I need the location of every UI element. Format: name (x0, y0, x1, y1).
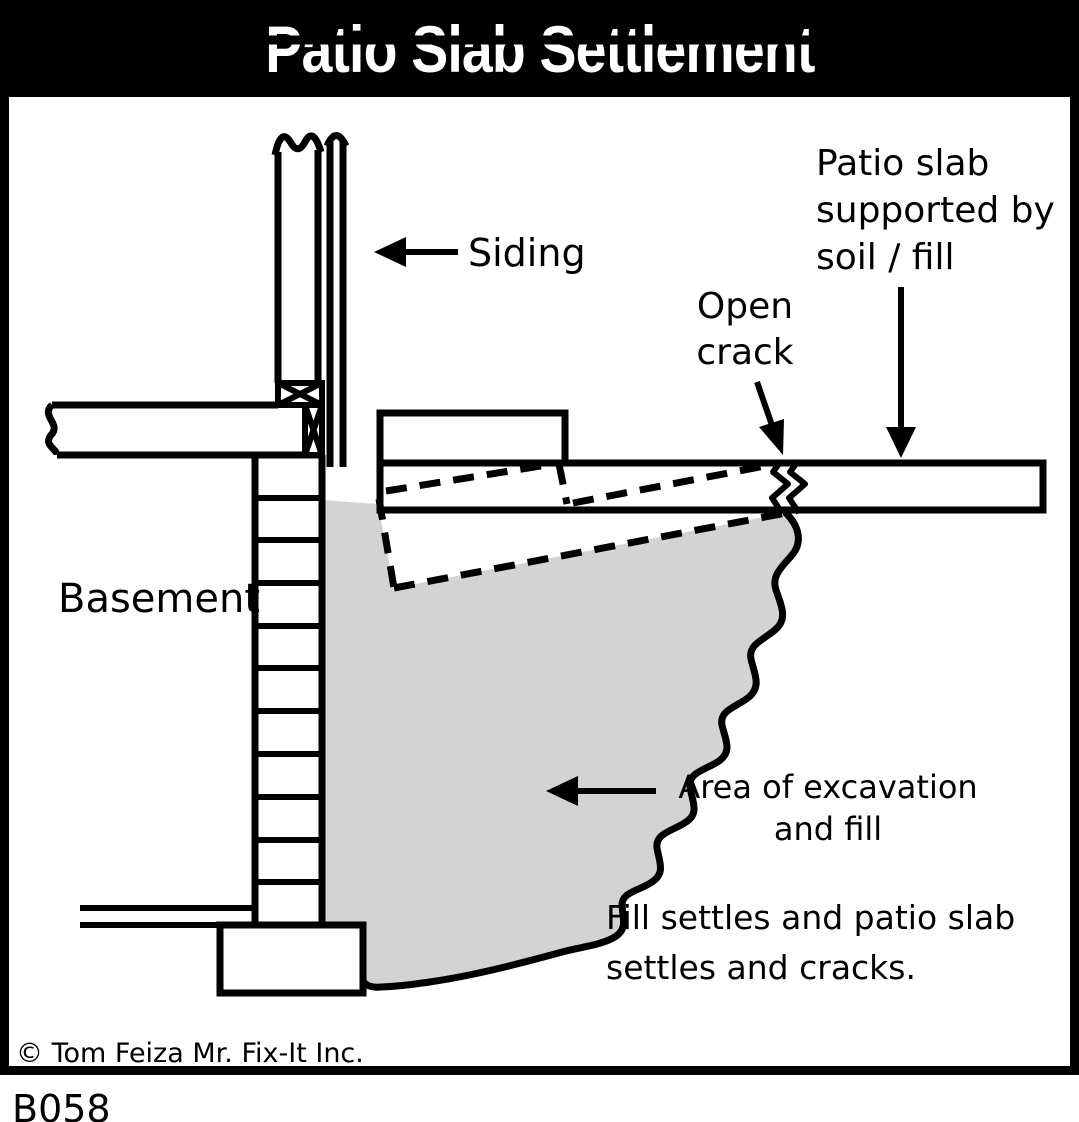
block-joints (255, 495, 322, 885)
house-wall (271, 132, 325, 383)
open-crack-label: Open crack (696, 286, 794, 373)
patio-slab (376, 459, 1047, 514)
floor-break-icon (44, 402, 61, 456)
patio-slab-label: Patio slab supported by soil / fill (816, 143, 1055, 278)
footing (216, 921, 367, 997)
wall-break-icon (271, 132, 325, 156)
fill-area (322, 500, 802, 991)
settled-slab-dashed-outline (375, 460, 787, 592)
excavation-label: Area of excavation and fill (678, 768, 978, 848)
open-crack-arrow (754, 381, 784, 455)
drawing-code: B058 (12, 1087, 111, 1122)
title-bar: Patio Slab Settlement (0, 0, 1079, 97)
rim-joist-x (302, 402, 325, 458)
floor-band (44, 401, 325, 459)
fill-area-wavy-edge (359, 509, 802, 991)
siding-arrow (374, 237, 458, 267)
patio-step (376, 409, 569, 467)
siding-lines (323, 132, 350, 467)
siding-break-icon (323, 132, 350, 148)
crack-zigzag-icon (769, 459, 808, 515)
settlement-note: Fill settles and patio slab settles and … (606, 898, 1016, 987)
sill-plate-x (275, 380, 325, 408)
basement-wall (251, 455, 326, 925)
patio-slab-arrow (886, 287, 916, 458)
copyright-text: © Tom Feiza Mr. Fix-It Inc. (16, 1038, 364, 1069)
excavation-arrow (546, 776, 656, 806)
siding-label: Siding (468, 231, 586, 275)
frame-border (0, 35, 1079, 1075)
page-title: Patio Slab Settlement (264, 11, 815, 86)
basement-label: Basement (58, 576, 261, 622)
basement-floor (80, 905, 255, 928)
